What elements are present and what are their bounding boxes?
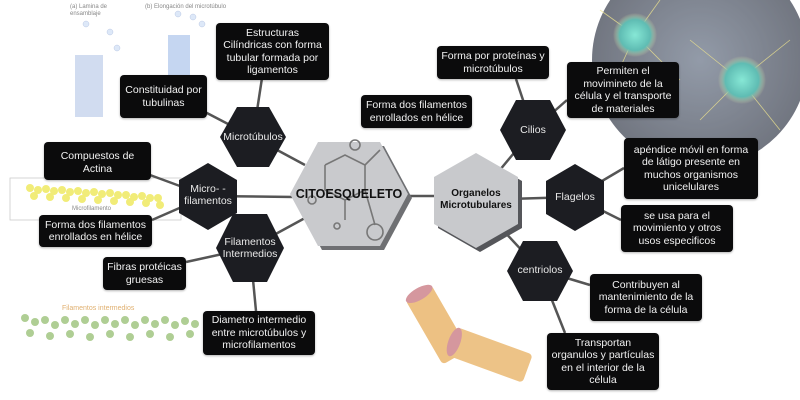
cell-photo [592,0,800,168]
note-compuestos-actina: Compuestos de Actina [44,142,151,180]
caption-lamina: (a) Lamina de ensamblaje [70,4,108,17]
filamentos-intermedios-hexagon [216,214,284,282]
note-se-usa: se usa para el movimiento y otros usos e… [621,205,733,252]
caption-elongacion: (b) Elongación del microtúbulo [145,4,227,10]
note-diametro-intermedio: Diametro intermedio entre microtúbulos y… [203,311,315,355]
note-forma-filamentos-center: Forma dos filamentos enrollados en hélic… [361,95,472,128]
flagelos-hexagon [546,164,604,231]
note-permiten-movimiento: Permiten el movimineto de la célula y el… [567,62,679,118]
note-fibras-proteicas: Fibras protéicas gruesas [103,257,186,290]
center-hexagon [290,142,408,246]
filamentos-intermedios-label: Filamentos Intermedios [222,235,278,261]
note-constituidad-tubulinas: Constituidad por tubulinas [120,75,207,118]
microfilament-illustration [9,177,182,221]
note-estructuras-cilindricas: Estructuras Cilíndricas con forma tubula… [216,23,329,80]
microtubule-illustration [75,10,206,117]
cilios-label: Cilios [520,123,546,136]
microfilamentos-hexagon [179,163,237,230]
microtubulos-hexagon [220,107,286,167]
note-transportan: Transportan organulos y partículas en el… [547,333,659,390]
center-title: CITOESQUELETO [295,187,403,201]
cilios-hexagon [500,100,566,160]
microtubulos-label: Microtúbulos [223,130,283,143]
flagelos-label: Flagelos [555,190,595,203]
note-apendice-movil: apéndice móvil en forma de látigo presen… [624,138,758,199]
centriolos-label: centriolos [517,263,563,276]
organelos-label: Organelos Microtubulares [440,188,512,211]
centriole-illustration [405,284,532,382]
molecule-icon [307,139,384,241]
caption-microfilamento: Microfilamento [72,206,112,212]
centriolos-hexagon [507,241,573,301]
organelos-hexagon [434,153,518,248]
microfilamentos-label: Micro- -filamentos [184,182,232,208]
note-forma-filamentos-left: Forma dos filamentos enrollados en hélic… [39,215,152,247]
note-forma-proteinas: Forma por proteínas y microtúbulos [437,46,549,79]
note-contribuyen: Contribuyen al mantenimiento de la forma… [590,274,702,321]
intermediate-filament-illustration [21,314,199,341]
caption-intermedios: Filamentos intermedios [62,305,135,312]
